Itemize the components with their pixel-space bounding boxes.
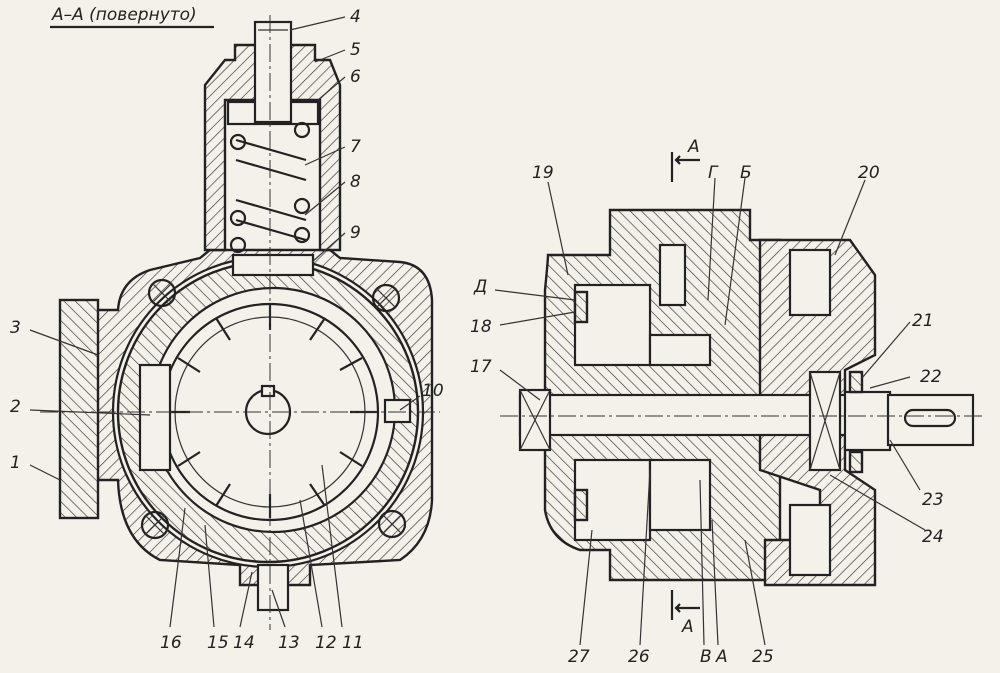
label-7: 7 <box>350 137 361 157</box>
label-3: 3 <box>10 318 21 338</box>
lip-seal-upper <box>848 370 864 394</box>
left-cross-section <box>40 15 440 630</box>
label-16: 16 <box>160 633 182 653</box>
right-longitudinal-section <box>500 152 985 620</box>
section-letter-bottom: А <box>681 617 694 637</box>
label-B: Б <box>740 163 752 183</box>
label-10: 10 <box>422 381 444 401</box>
relief-slot <box>658 243 687 307</box>
adjusting-screw <box>253 20 293 124</box>
keyway <box>903 408 957 428</box>
lip-seal-lower <box>848 450 864 474</box>
channel-upper <box>648 333 712 367</box>
key-slot <box>260 384 276 398</box>
drive-shaft <box>518 393 852 437</box>
label-24: 24 <box>922 527 944 547</box>
label-23: 23 <box>922 490 944 510</box>
outlet-port <box>788 248 832 317</box>
label-25: 25 <box>752 647 774 667</box>
label-15: 15 <box>207 633 229 653</box>
section-arrow-top <box>674 155 700 165</box>
bottom-screw <box>256 563 290 612</box>
label-26: 26 <box>628 647 650 667</box>
pressure-pad <box>231 253 315 277</box>
left-leaders <box>29 16 421 628</box>
label-6: 6 <box>350 67 361 87</box>
section-arrow-bottom <box>674 603 700 613</box>
label-1: 1 <box>10 453 21 473</box>
inlet-port <box>788 503 832 577</box>
label-27: 27 <box>568 647 590 667</box>
label-21: 21 <box>912 311 934 331</box>
section-letter-top: А <box>687 137 700 157</box>
port-right <box>383 398 412 424</box>
label-D: Д <box>473 277 487 297</box>
right-leaders <box>494 177 926 646</box>
shaft-collar <box>843 390 892 452</box>
label-14: 14 <box>233 633 255 653</box>
section-title: А–А (повернуто) <box>51 5 197 25</box>
spring <box>229 121 311 254</box>
label-G: Г <box>708 163 719 183</box>
label-5: 5 <box>350 40 361 60</box>
label-8: 8 <box>350 172 361 192</box>
port-block <box>138 363 172 472</box>
label-9: 9 <box>350 223 361 243</box>
label-22: 22 <box>920 367 942 387</box>
label-12: 12 <box>315 633 337 653</box>
label-19: 19 <box>532 163 554 183</box>
label-20: 20 <box>858 163 880 183</box>
side-cover <box>58 298 100 520</box>
label-18: 18 <box>470 317 492 337</box>
label-4: 4 <box>350 7 361 27</box>
seal-ring-upper <box>573 290 589 324</box>
label-17: 17 <box>470 357 492 377</box>
channel-lower <box>648 458 712 532</box>
label-13: 13 <box>278 633 300 653</box>
seal-ring-lower <box>573 488 589 522</box>
label-V: В <box>700 647 712 667</box>
label-A-bottom: А <box>715 647 728 667</box>
label-11: 11 <box>342 633 364 653</box>
label-2: 2 <box>10 397 21 417</box>
bolts <box>140 278 407 540</box>
